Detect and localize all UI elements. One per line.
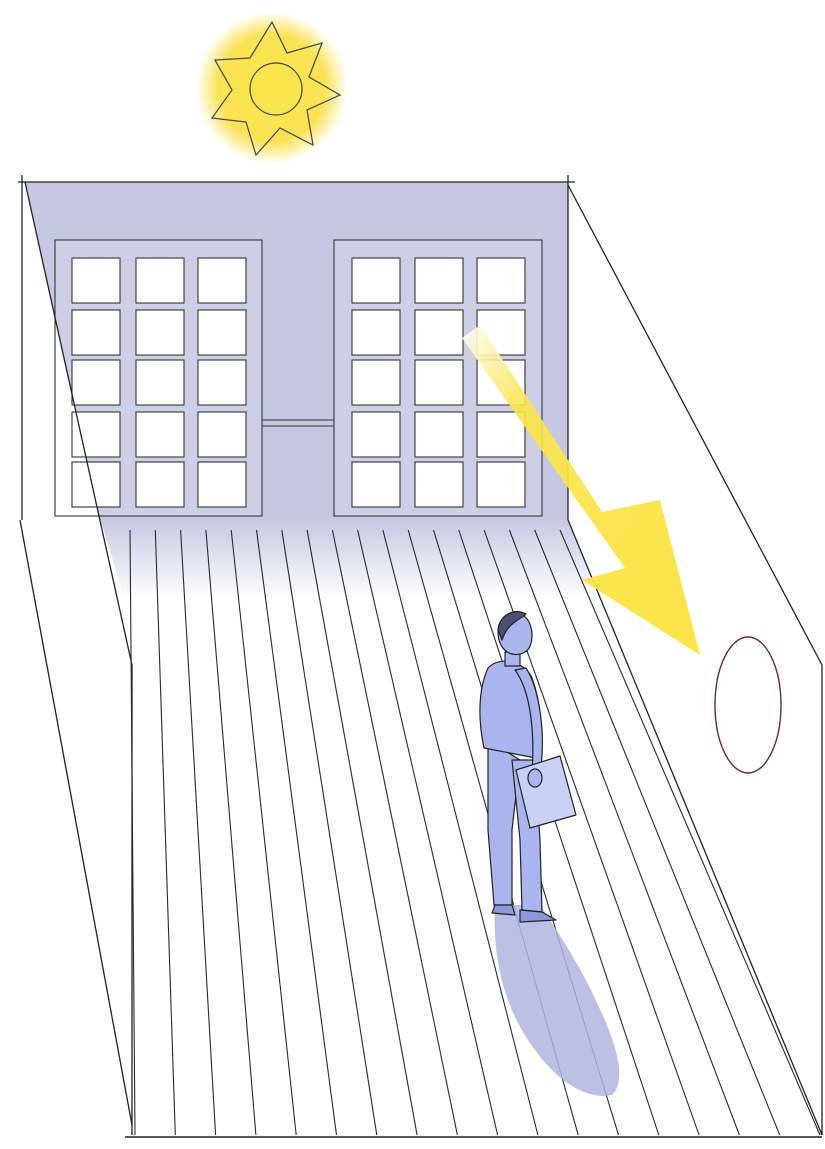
floorboard-line <box>358 530 498 1135</box>
floor-shade <box>100 518 600 600</box>
floorboard-line <box>181 530 216 1135</box>
sun-icon <box>196 12 348 164</box>
window-left <box>55 240 262 516</box>
floorboard-line <box>231 530 296 1135</box>
floorboard-line <box>155 530 175 1135</box>
person-figure <box>480 612 576 922</box>
floorboards <box>130 530 820 1135</box>
person-shadow <box>495 905 620 1096</box>
right-wall <box>568 175 822 1135</box>
wall-target-circle <box>715 637 781 773</box>
floorboard-line <box>332 530 457 1135</box>
floorboard-line <box>206 530 256 1135</box>
